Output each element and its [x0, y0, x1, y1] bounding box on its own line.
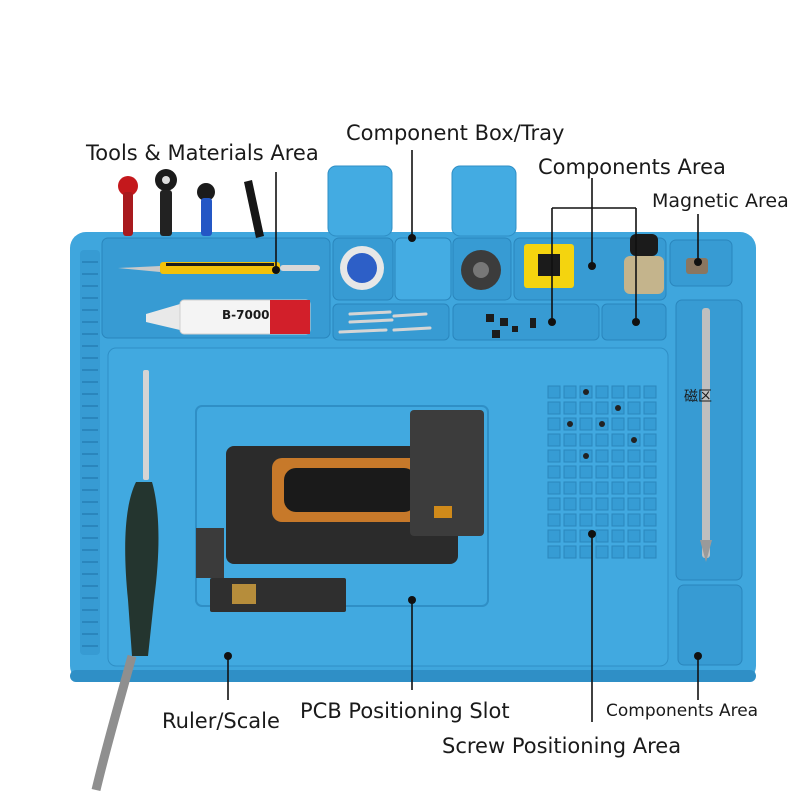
pointer-lines — [227, 150, 699, 722]
flux-bottle — [624, 234, 664, 294]
mat-edge-shadow — [70, 670, 756, 682]
yellow-component-holder — [524, 244, 574, 288]
label-screw-area: Screw Positioning Area — [442, 734, 682, 758]
pry-tool-black — [244, 180, 264, 238]
soldering-iron — [91, 370, 159, 792]
screw-bits — [338, 310, 432, 334]
label-tools-materials: Tools & Materials Area — [86, 141, 319, 165]
screwdriver-black — [155, 169, 177, 236]
pointer-dots — [224, 234, 702, 660]
label-ruler-scale: Ruler/Scale — [162, 709, 280, 733]
label-component-box: Component Box/Tray — [346, 121, 565, 145]
glue-tube — [146, 299, 311, 335]
small-circuit-board — [196, 528, 346, 612]
glue-brand-text: B-7000 — [222, 308, 270, 322]
screw-grid — [547, 385, 657, 559]
label-magnetic-cn: 磁区 — [684, 389, 712, 405]
solder-wire-spool — [461, 250, 501, 290]
magnetic-part — [686, 258, 708, 274]
screwdriver-red — [118, 176, 138, 236]
tray-tab-right — [451, 165, 517, 237]
label-components-area-top: Components Area — [538, 155, 726, 179]
label-pcb-slot: PCB Positioning Slot — [300, 699, 510, 723]
screwdriver-blue — [197, 183, 215, 236]
phone-mainboard — [226, 410, 484, 564]
tray-compartment-2 — [394, 237, 452, 301]
solder-paste-tin — [340, 246, 384, 290]
right-bottom-compartment — [677, 584, 743, 666]
screws-in-grid — [567, 389, 637, 459]
loose-screws — [486, 314, 536, 338]
spudger-yellow — [118, 262, 320, 274]
metal-spudger-right — [700, 308, 712, 562]
label-components-area-bottom: Components Area — [606, 701, 759, 721]
ruler-ticks — [82, 261, 98, 647]
tray-tab-left — [327, 165, 393, 237]
ruler-strip — [80, 250, 100, 655]
small-slot-2 — [452, 303, 600, 341]
label-magnetic-area: Magnetic Area — [652, 190, 789, 212]
